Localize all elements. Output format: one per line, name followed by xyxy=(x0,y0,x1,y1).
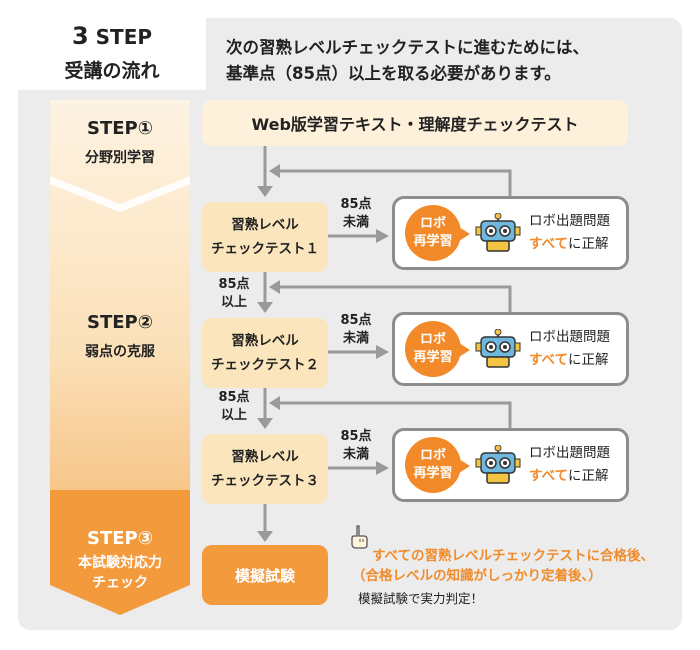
step-1-label: STEP① 分野別学習 xyxy=(85,118,155,166)
title-sub: 受講の流れ xyxy=(64,60,160,82)
test-3-box: 習熟レベル チェックテスト３ xyxy=(202,434,328,504)
web-text-box: Web版学習テキスト・理解度チェックテスト xyxy=(202,100,628,146)
robo-review-box-1: ロボ再学習 ロボ出題問題 すべてに正解 xyxy=(392,196,629,270)
pass-label-1: 85点以上 xyxy=(218,277,250,310)
fail-label-1: 85点未満 xyxy=(340,197,372,230)
test-1-box: 習熟レベル チェックテスト１ xyxy=(202,202,328,272)
intro-line-1: 次の習熟レベルチェックテストに進むためには、 xyxy=(226,38,589,57)
mock-exam-box: 模擬試験 xyxy=(202,545,328,605)
title-step: 3 STEP xyxy=(71,22,153,50)
note-line-2: （合格レベルの知識がしっかり定着後、） xyxy=(352,568,602,584)
title-box: 3 STEP 受講の流れ xyxy=(18,16,206,90)
note: すべての習熟レベルチェックテストに合格後、 （合格レベルの知識がしっかり定着後、… xyxy=(352,546,654,607)
fail-label-2: 85点未満 xyxy=(340,313,372,346)
robo-text: ロボ出題問題 すべてに正解 xyxy=(529,329,610,368)
robo-review-badge: ロボ再学習 xyxy=(405,321,470,377)
pointing-hand-icon xyxy=(351,525,368,549)
step-3-label: STEP③ 本試験対応力 チェック xyxy=(78,528,162,591)
step-arrow-body xyxy=(50,100,190,490)
robot-icon xyxy=(475,213,521,252)
robot-icon xyxy=(475,329,521,368)
robo-text: ロボ出題問題 すべてに正解 xyxy=(529,445,610,484)
robo-text: ロボ出題問題 すべてに正解 xyxy=(529,213,610,252)
note-line-1: すべての習熟レベルチェックテストに合格後、 xyxy=(372,548,655,564)
note-line-3: 模擬試験で実力判定！ xyxy=(358,591,484,606)
step-2-label: STEP② 弱点の克服 xyxy=(85,312,155,360)
pass-label-2: 85点以上 xyxy=(218,390,250,423)
step-3-arrow xyxy=(50,490,190,615)
robo-review-box-3: ロボ再学習 ロボ出題問題 すべてに正解 xyxy=(392,428,629,502)
robo-review-badge: ロボ再学習 xyxy=(405,205,470,261)
robo-review-box-2: ロボ再学習 ロボ出題問題 すべてに正解 xyxy=(392,312,629,386)
intro-line-2: 基準点（85点）以上を取る必要があります。 xyxy=(226,64,561,83)
test-2-box: 習熟レベル チェックテスト２ xyxy=(202,318,328,388)
robo-review-badge: ロボ再学習 xyxy=(405,437,470,493)
fail-label-3: 85点未満 xyxy=(340,429,372,462)
robot-icon xyxy=(475,445,521,484)
step-1-chevron xyxy=(50,176,190,212)
